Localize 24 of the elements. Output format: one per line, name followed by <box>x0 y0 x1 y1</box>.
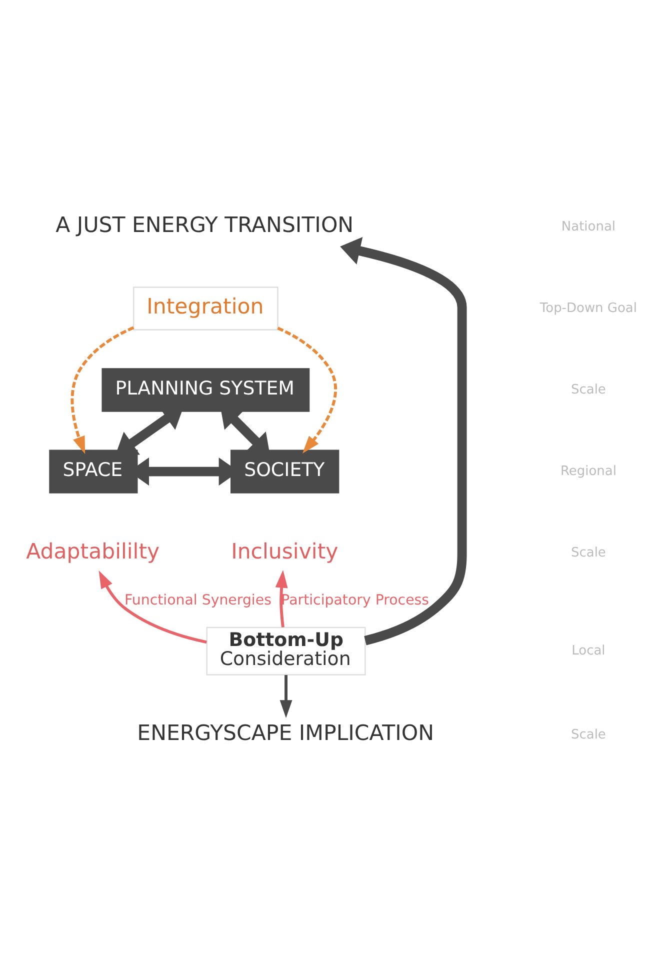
node-text: Adaptabililty <box>26 538 160 564</box>
label: Scale <box>570 544 606 560</box>
label: Regional <box>560 463 616 478</box>
label: National <box>561 218 616 234</box>
label: Top-Down Goal <box>540 300 638 316</box>
node-box: Integration <box>133 286 278 330</box>
node-text: ENERGYSCAPE IMPLICATION <box>137 720 434 746</box>
label: Local <box>572 642 606 658</box>
arrow <box>70 326 134 454</box>
node-text: Inclusivity <box>231 538 338 564</box>
node-box: PLANNING SYSTEM <box>102 368 310 412</box>
node-box: Bottom-Up Consideration <box>206 626 366 675</box>
node-box: SOCIETY <box>230 449 340 493</box>
arrow <box>277 326 337 453</box>
edge-label: Functional Synergies <box>124 592 272 608</box>
label: Scale <box>570 726 606 742</box>
arrow <box>340 236 467 645</box>
arrow <box>280 674 292 718</box>
node-text: A JUST ENERGY TRANSITION <box>56 212 354 238</box>
arrow <box>275 570 288 627</box>
node-box: SPACE <box>49 449 138 493</box>
arrow <box>98 570 207 644</box>
edge-label: Participatory Process <box>281 592 430 608</box>
label: Scale <box>570 382 606 397</box>
